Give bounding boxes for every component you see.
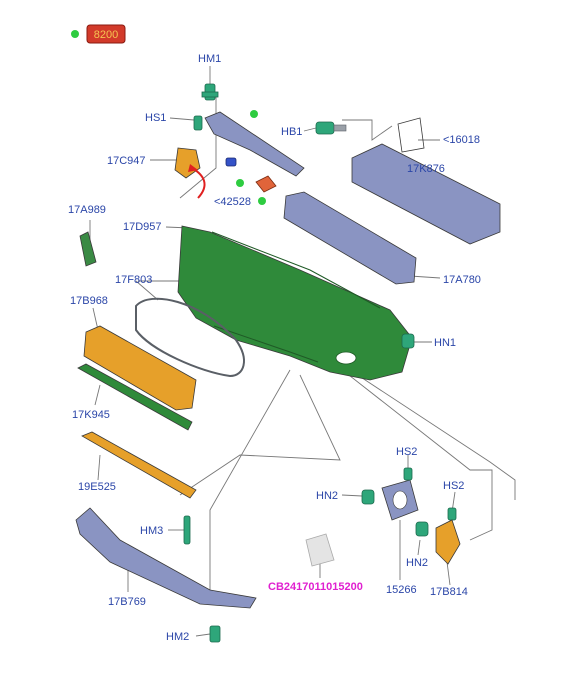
header-badge	[86, 24, 126, 44]
strip-19e525	[81, 431, 197, 499]
hm2-pin	[209, 625, 221, 643]
label-17f803: 17F803	[115, 274, 152, 286]
blue-clip	[225, 157, 237, 167]
label-hm2: HM2	[166, 631, 189, 643]
label-17b814: 17B814	[430, 586, 468, 598]
hm3-pin	[183, 515, 191, 545]
bracket-16018	[397, 117, 425, 153]
strip-17k945	[77, 363, 193, 431]
hm1-clip	[201, 83, 219, 101]
bezel-opening	[392, 490, 408, 510]
grille-17b968	[83, 325, 197, 411]
hn2-nut-right	[415, 521, 429, 537]
label-19e525: 19E525	[78, 481, 116, 493]
hn2-nut-left	[361, 489, 375, 505]
label-hs2-right: HS2	[443, 480, 464, 492]
hb1-bolt	[315, 121, 347, 135]
bumper-upper-lip	[211, 231, 381, 309]
label-hn2-right: HN2	[406, 557, 428, 569]
grille-surround-17f803	[135, 297, 245, 378]
label-hm3: HM3	[140, 525, 163, 537]
hs1-screw	[193, 115, 203, 131]
label-hs1: HS1	[145, 112, 166, 124]
hs2-screw-right	[447, 507, 457, 521]
label-17d957: 17D957	[123, 221, 162, 233]
label-17c947: 17C947	[107, 155, 146, 167]
label-17k945: 17K945	[72, 409, 110, 421]
hn1-nut	[401, 333, 415, 349]
callout-labels: HM1 HS1 17C947 HB1 <16018 17K876 <42528 …	[68, 53, 481, 643]
header-code: 8200	[94, 29, 118, 41]
label-17a780: 17A780	[443, 274, 481, 286]
label-17b769: 17B769	[108, 596, 146, 608]
deflector-17b769	[75, 507, 257, 609]
bumper-cover-17d957	[177, 225, 413, 381]
label-hb1: HB1	[281, 126, 302, 138]
absorber-17a780	[283, 191, 417, 285]
label-hn1: HN1	[434, 337, 456, 349]
fog-opening	[335, 351, 357, 365]
label-17b968: 17B968	[70, 295, 108, 307]
gasket-dot	[236, 179, 244, 187]
bracket-17b814	[435, 519, 461, 565]
label-16018: <16018	[443, 134, 480, 146]
hs2-screw-left	[403, 467, 413, 481]
gasket-42528	[255, 175, 277, 193]
cover-dot	[250, 110, 258, 118]
label-cb: CB2417011015200	[268, 581, 363, 593]
label-hm1: HM1	[198, 53, 221, 65]
fog-lamp-cb	[305, 533, 335, 567]
label-42528: <42528	[214, 196, 251, 208]
ref-dot	[258, 197, 266, 205]
bumper-beam-17k876	[351, 143, 501, 245]
status-dot	[71, 30, 79, 38]
label-hn2-left: HN2	[316, 490, 338, 502]
bracket-17a989	[79, 231, 97, 267]
label-17k876: 17K876	[407, 163, 445, 175]
bracket-17c947	[174, 147, 201, 179]
leader-lines	[89, 66, 516, 637]
red-arrowhead	[188, 164, 198, 172]
label-17a989: 17A989	[68, 204, 106, 216]
upper-cover-panel	[204, 111, 305, 177]
bumper-lower-opening	[213, 325, 319, 363]
label-hs2-left: HS2	[396, 446, 417, 458]
label-15266: 15266	[386, 584, 417, 596]
